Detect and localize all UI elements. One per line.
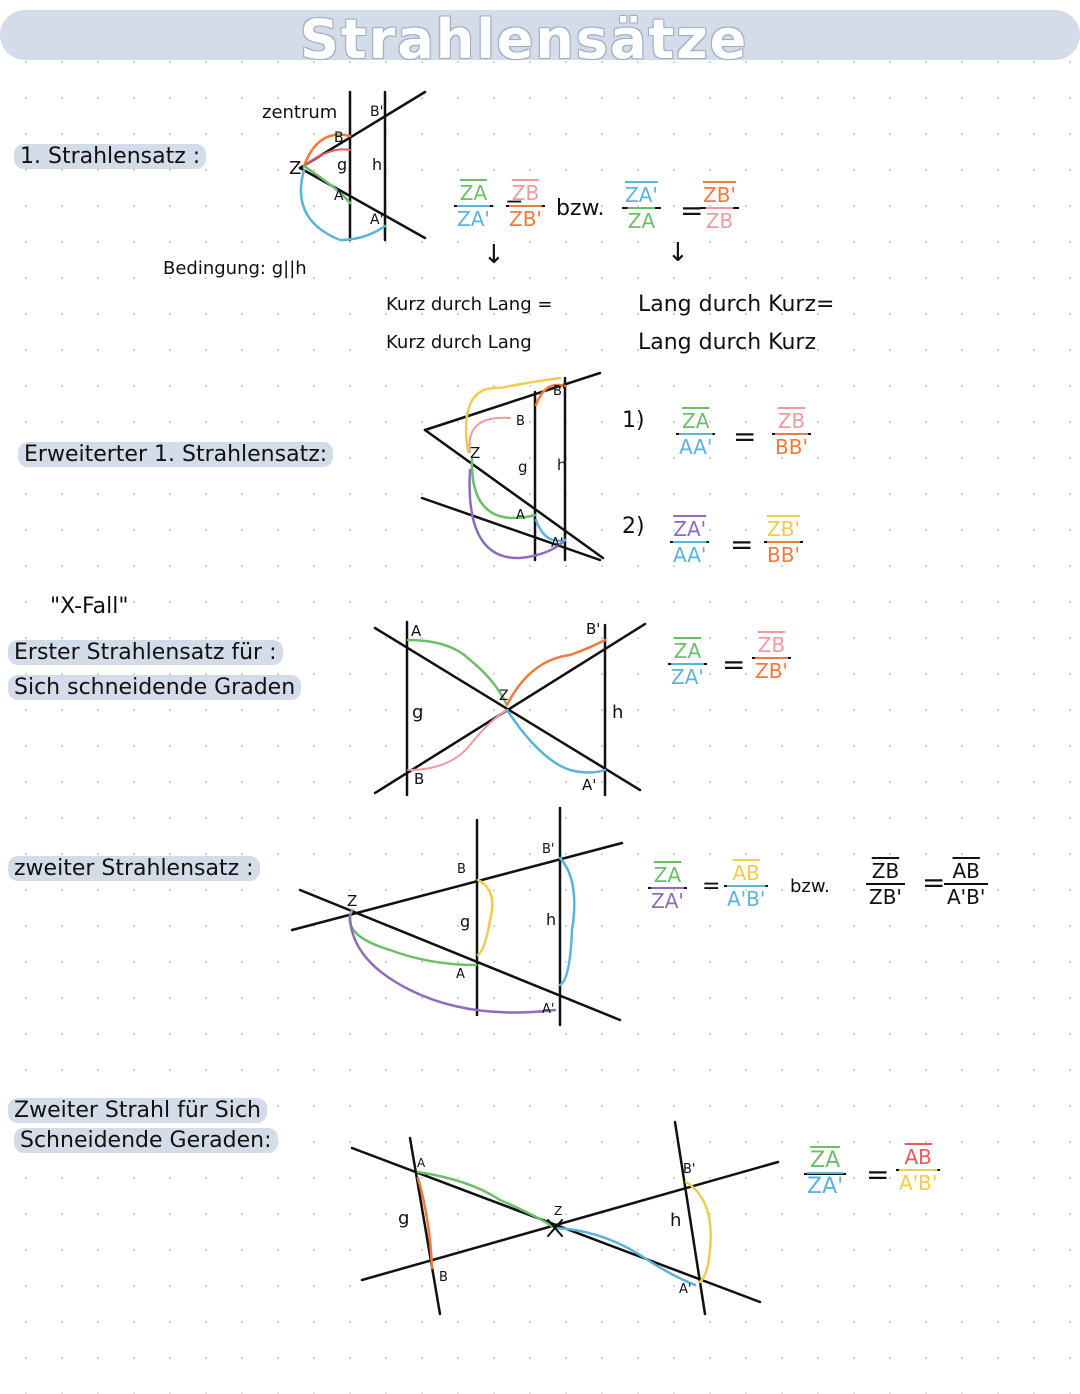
s4-label-g: g bbox=[460, 912, 471, 931]
section3-heading-1: Erster Strahlensatz für : bbox=[8, 640, 283, 665]
page-title: Strahlensätze bbox=[300, 8, 749, 71]
s2-label-z: Z bbox=[470, 444, 481, 462]
s1-eq2: = bbox=[680, 194, 704, 227]
s4-label-a2: A' bbox=[542, 1002, 555, 1017]
s5-label-g: g bbox=[398, 1208, 410, 1229]
s1-label-z: Z bbox=[289, 158, 302, 179]
s1-note-left-1: Kurz durch Lang = bbox=[386, 294, 553, 315]
s1-note-left-2: Kurz durch Lang bbox=[386, 332, 532, 353]
section4-heading: zweiter Strahlensatz : bbox=[8, 856, 260, 881]
s1-label-a2: A' bbox=[370, 212, 384, 228]
s4-bzw: bzw. bbox=[790, 876, 830, 897]
s5-label-b2: B' bbox=[683, 1162, 696, 1177]
s1-label-b: B bbox=[334, 130, 344, 146]
s3-label-a: A bbox=[411, 622, 422, 640]
s2-label-h: h bbox=[557, 456, 567, 474]
section3-heading-2: Sich schneidende Graden bbox=[8, 675, 302, 700]
s5-label-a: A bbox=[417, 1156, 426, 1170]
zentrum-label: zentrum bbox=[262, 102, 338, 123]
s2-label-b2: B' bbox=[553, 384, 566, 399]
s5-label-b: B bbox=[439, 1270, 448, 1285]
s4-eq2: = bbox=[922, 866, 946, 899]
s5-label-z: Z bbox=[554, 1204, 563, 1218]
s2-label-a: A bbox=[516, 508, 525, 523]
bedingung-label: Bedingung: g||h bbox=[163, 258, 307, 279]
s1-arrow-left: ↓ bbox=[483, 240, 505, 270]
s4-label-z: Z bbox=[347, 892, 358, 910]
s2-label-b: B bbox=[516, 414, 525, 429]
section2-heading: Erweiterter 1. Strahlensatz: bbox=[18, 442, 334, 467]
s1-frac-za2-za: ZA'ZA bbox=[622, 184, 661, 232]
title-bar: Strahlensätze bbox=[0, 8, 1080, 71]
s3-label-a2: A' bbox=[582, 776, 597, 794]
diagram-sec5 bbox=[350, 1120, 780, 1316]
s1-eq1: = bbox=[505, 192, 524, 217]
s3-label-b2: B' bbox=[586, 620, 601, 638]
diagram-sec3 bbox=[373, 620, 647, 797]
s2-label-g: g bbox=[518, 458, 528, 476]
section3-quote: "X-Fall" bbox=[50, 594, 129, 619]
s1-label-g: g bbox=[337, 155, 348, 174]
s5-eq: = bbox=[866, 1158, 890, 1191]
s4-label-b: B bbox=[457, 862, 466, 877]
diagram-sec4 bbox=[290, 806, 624, 1027]
s2-num2: 2) bbox=[622, 514, 645, 539]
s1-label-a: A bbox=[334, 188, 344, 204]
s1-label-b2: B' bbox=[370, 104, 384, 120]
section5-heading-2: Schneidende Geraden: bbox=[14, 1128, 278, 1153]
s3-label-z: Z bbox=[499, 688, 509, 704]
s3-eq: = bbox=[722, 648, 746, 681]
s2-label-a2: A' bbox=[551, 536, 564, 551]
diagram-sec2 bbox=[420, 371, 605, 562]
s3-label-h: h bbox=[612, 702, 624, 723]
s2-num1: 1) bbox=[622, 408, 645, 433]
s5-label-h: h bbox=[670, 1210, 682, 1231]
section1-heading: 1. Strahlensatz : bbox=[14, 144, 207, 169]
s1-note-right-1: Lang durch Kurz= bbox=[638, 292, 835, 317]
s4-eq1: = bbox=[702, 874, 721, 899]
s1-label-h: h bbox=[372, 155, 383, 174]
s4-label-b2: B' bbox=[542, 842, 555, 857]
s3-label-g: g bbox=[412, 702, 424, 723]
s5-label-a2: A' bbox=[679, 1282, 692, 1297]
s1-bzw: bzw. bbox=[556, 196, 605, 221]
s2-eq2: = bbox=[730, 528, 754, 561]
s4-label-a: A bbox=[456, 967, 465, 982]
s1-frac-zb2-zb: ZB'ZB bbox=[700, 184, 739, 232]
s4-label-h: h bbox=[546, 910, 557, 929]
s2-frac-za2-aa2: ZA'AA' bbox=[670, 518, 710, 566]
s3-label-b: B bbox=[414, 770, 425, 788]
s2-eq1: = bbox=[733, 420, 757, 453]
s1-arrow-right: ↓ bbox=[667, 238, 689, 268]
section5-heading-1: Zweiter Strahl für Sich bbox=[8, 1098, 267, 1123]
diagram-sec1 bbox=[298, 90, 427, 242]
s2-frac-zb2-bb2: ZB'BB' bbox=[764, 518, 803, 566]
s1-note-right-2: Lang durch Kurz bbox=[638, 330, 817, 355]
